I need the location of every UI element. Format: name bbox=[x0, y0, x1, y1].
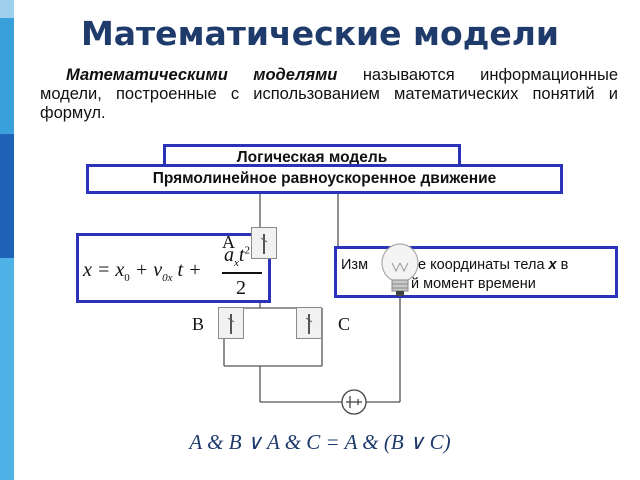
desc-part: не координаты тела bbox=[410, 257, 549, 273]
fraction-denominator: 2 bbox=[236, 277, 246, 299]
numerator-exp: 2 bbox=[244, 244, 250, 257]
formula-t: t + bbox=[172, 259, 202, 281]
intro-text: называются информационные модели, постро… bbox=[40, 66, 619, 122]
switch-b-icon bbox=[218, 307, 244, 339]
formula-sub: 0x bbox=[162, 272, 173, 284]
formula-sub: 0 bbox=[124, 272, 130, 284]
sidebar-stripe bbox=[0, 134, 14, 258]
fraction-bar bbox=[222, 272, 262, 274]
numerator-t: t bbox=[238, 244, 245, 266]
numerator-sub: x bbox=[234, 257, 239, 269]
logic-equation: A & B ∨ A & C = A & (B ∨ C) bbox=[189, 430, 451, 454]
motion-box: Прямолинейное равноускоренное движение bbox=[86, 164, 563, 194]
label-c: C bbox=[338, 314, 351, 334]
intro-term: Математическими моделями bbox=[66, 66, 338, 84]
label-b: B bbox=[192, 314, 205, 334]
fraction-numerator: axt2 bbox=[224, 244, 250, 269]
lightbulb-icon bbox=[381, 243, 419, 296]
page-title: Математические модели bbox=[80, 14, 560, 53]
numerator-a: a bbox=[224, 244, 234, 266]
formula-box bbox=[76, 233, 271, 303]
desc-part: в bbox=[556, 257, 569, 273]
switch-a-icon bbox=[251, 227, 277, 259]
sidebar-stripe bbox=[0, 18, 14, 134]
switch-c-icon bbox=[296, 307, 322, 339]
motion-formula: x = x0 + v0x t + bbox=[83, 259, 202, 284]
desc-part: й момент времени bbox=[411, 276, 536, 292]
description-box bbox=[334, 246, 618, 298]
description-text: Изм не координаты тела x в й момент времен… bbox=[341, 256, 616, 294]
sidebar-stripe bbox=[0, 258, 14, 480]
desc-part: Изм bbox=[341, 257, 369, 273]
sidebar-decoration bbox=[0, 0, 14, 480]
desc-var: x bbox=[548, 257, 557, 273]
formula-plus: + v bbox=[129, 259, 163, 281]
motion-label: Прямолинейное равноускоренное движение bbox=[152, 170, 497, 187]
logic-model-label: Логическая модель bbox=[236, 149, 388, 166]
power-source-icon bbox=[341, 389, 367, 415]
formula-lhs: x = x bbox=[83, 259, 125, 281]
sidebar-stripe bbox=[0, 0, 14, 18]
label-a: A bbox=[222, 232, 235, 252]
intro-paragraph: Математическими моделями называются инфо… bbox=[40, 66, 618, 123]
